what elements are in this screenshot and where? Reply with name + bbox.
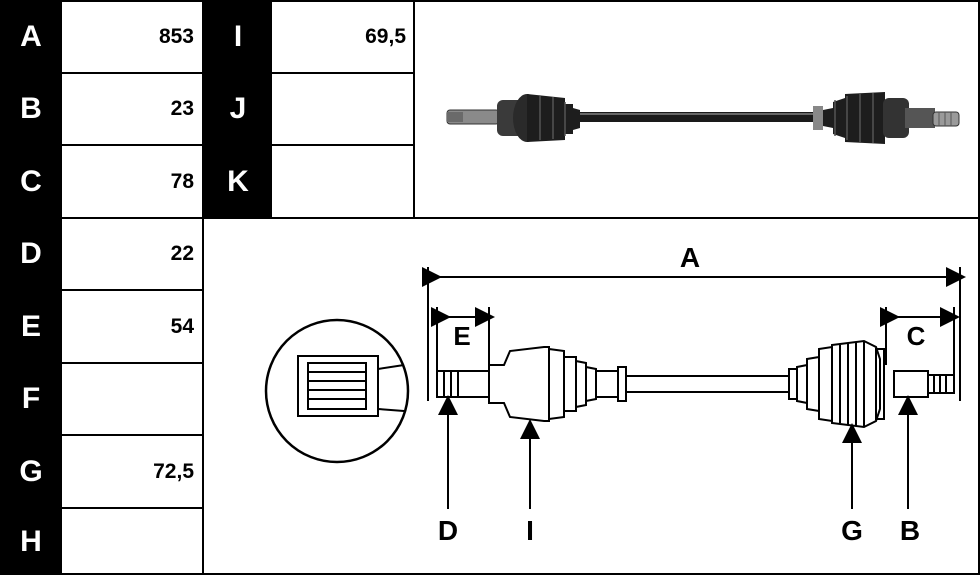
row-label-g: G [0, 435, 62, 508]
grid-row-line [272, 144, 414, 146]
row-value-i: 69,5 [272, 0, 414, 73]
row-label-e: E [0, 290, 62, 363]
grid-row-line [272, 72, 414, 74]
row-label-j: J [204, 73, 272, 145]
row-label-d: D [0, 218, 62, 290]
row-label-h: H [0, 508, 62, 575]
row-label-f: F [0, 363, 62, 435]
leader-lines [438, 395, 918, 509]
row-label-b: B [0, 73, 62, 145]
row-value-a: 853 [62, 0, 202, 73]
row-value-j [272, 73, 414, 145]
grid-row-line [62, 434, 202, 436]
label-a: A [680, 242, 700, 273]
grid-row-line [62, 362, 202, 364]
grid-bottom-border [0, 573, 980, 575]
row-value-b: 23 [62, 73, 202, 145]
dimension-c [880, 307, 960, 375]
grid-row-line [62, 507, 202, 509]
row-value-e: 54 [62, 290, 202, 363]
grid-row-line [62, 289, 202, 291]
grid-row-line [62, 217, 202, 219]
dimension-a [422, 267, 966, 401]
dimension-e [431, 307, 495, 371]
grid-col-line [413, 0, 415, 218]
grid-row-line [62, 144, 202, 146]
row-label-c: C [0, 145, 62, 218]
label-c: C [907, 321, 926, 351]
row-label-a: A [0, 0, 62, 73]
dimension-diagram: A E C D I G B [264, 242, 966, 546]
label-d: D [438, 515, 458, 546]
label-g: G [841, 515, 863, 546]
row-value-f [62, 363, 202, 435]
grid-right-border [978, 0, 980, 575]
grid-col-line [202, 0, 204, 575]
label-e: E [453, 321, 470, 351]
label-i: I [526, 515, 534, 546]
grid-row-line [202, 217, 980, 219]
row-value-c: 78 [62, 145, 202, 218]
row-label-k: K [204, 145, 272, 218]
grid-row-line [62, 72, 202, 74]
row-value-g: 72,5 [62, 435, 202, 508]
shaft-outline [436, 339, 955, 429]
row-value-d: 22 [62, 218, 202, 290]
label-b: B [900, 515, 920, 546]
grid-top-border [0, 0, 980, 2]
row-label-i: I [204, 0, 272, 73]
row-value-k [272, 145, 414, 218]
drive-shaft-photo [446, 92, 960, 144]
row-value-h [62, 508, 202, 575]
spline-detail-circle [264, 318, 410, 464]
